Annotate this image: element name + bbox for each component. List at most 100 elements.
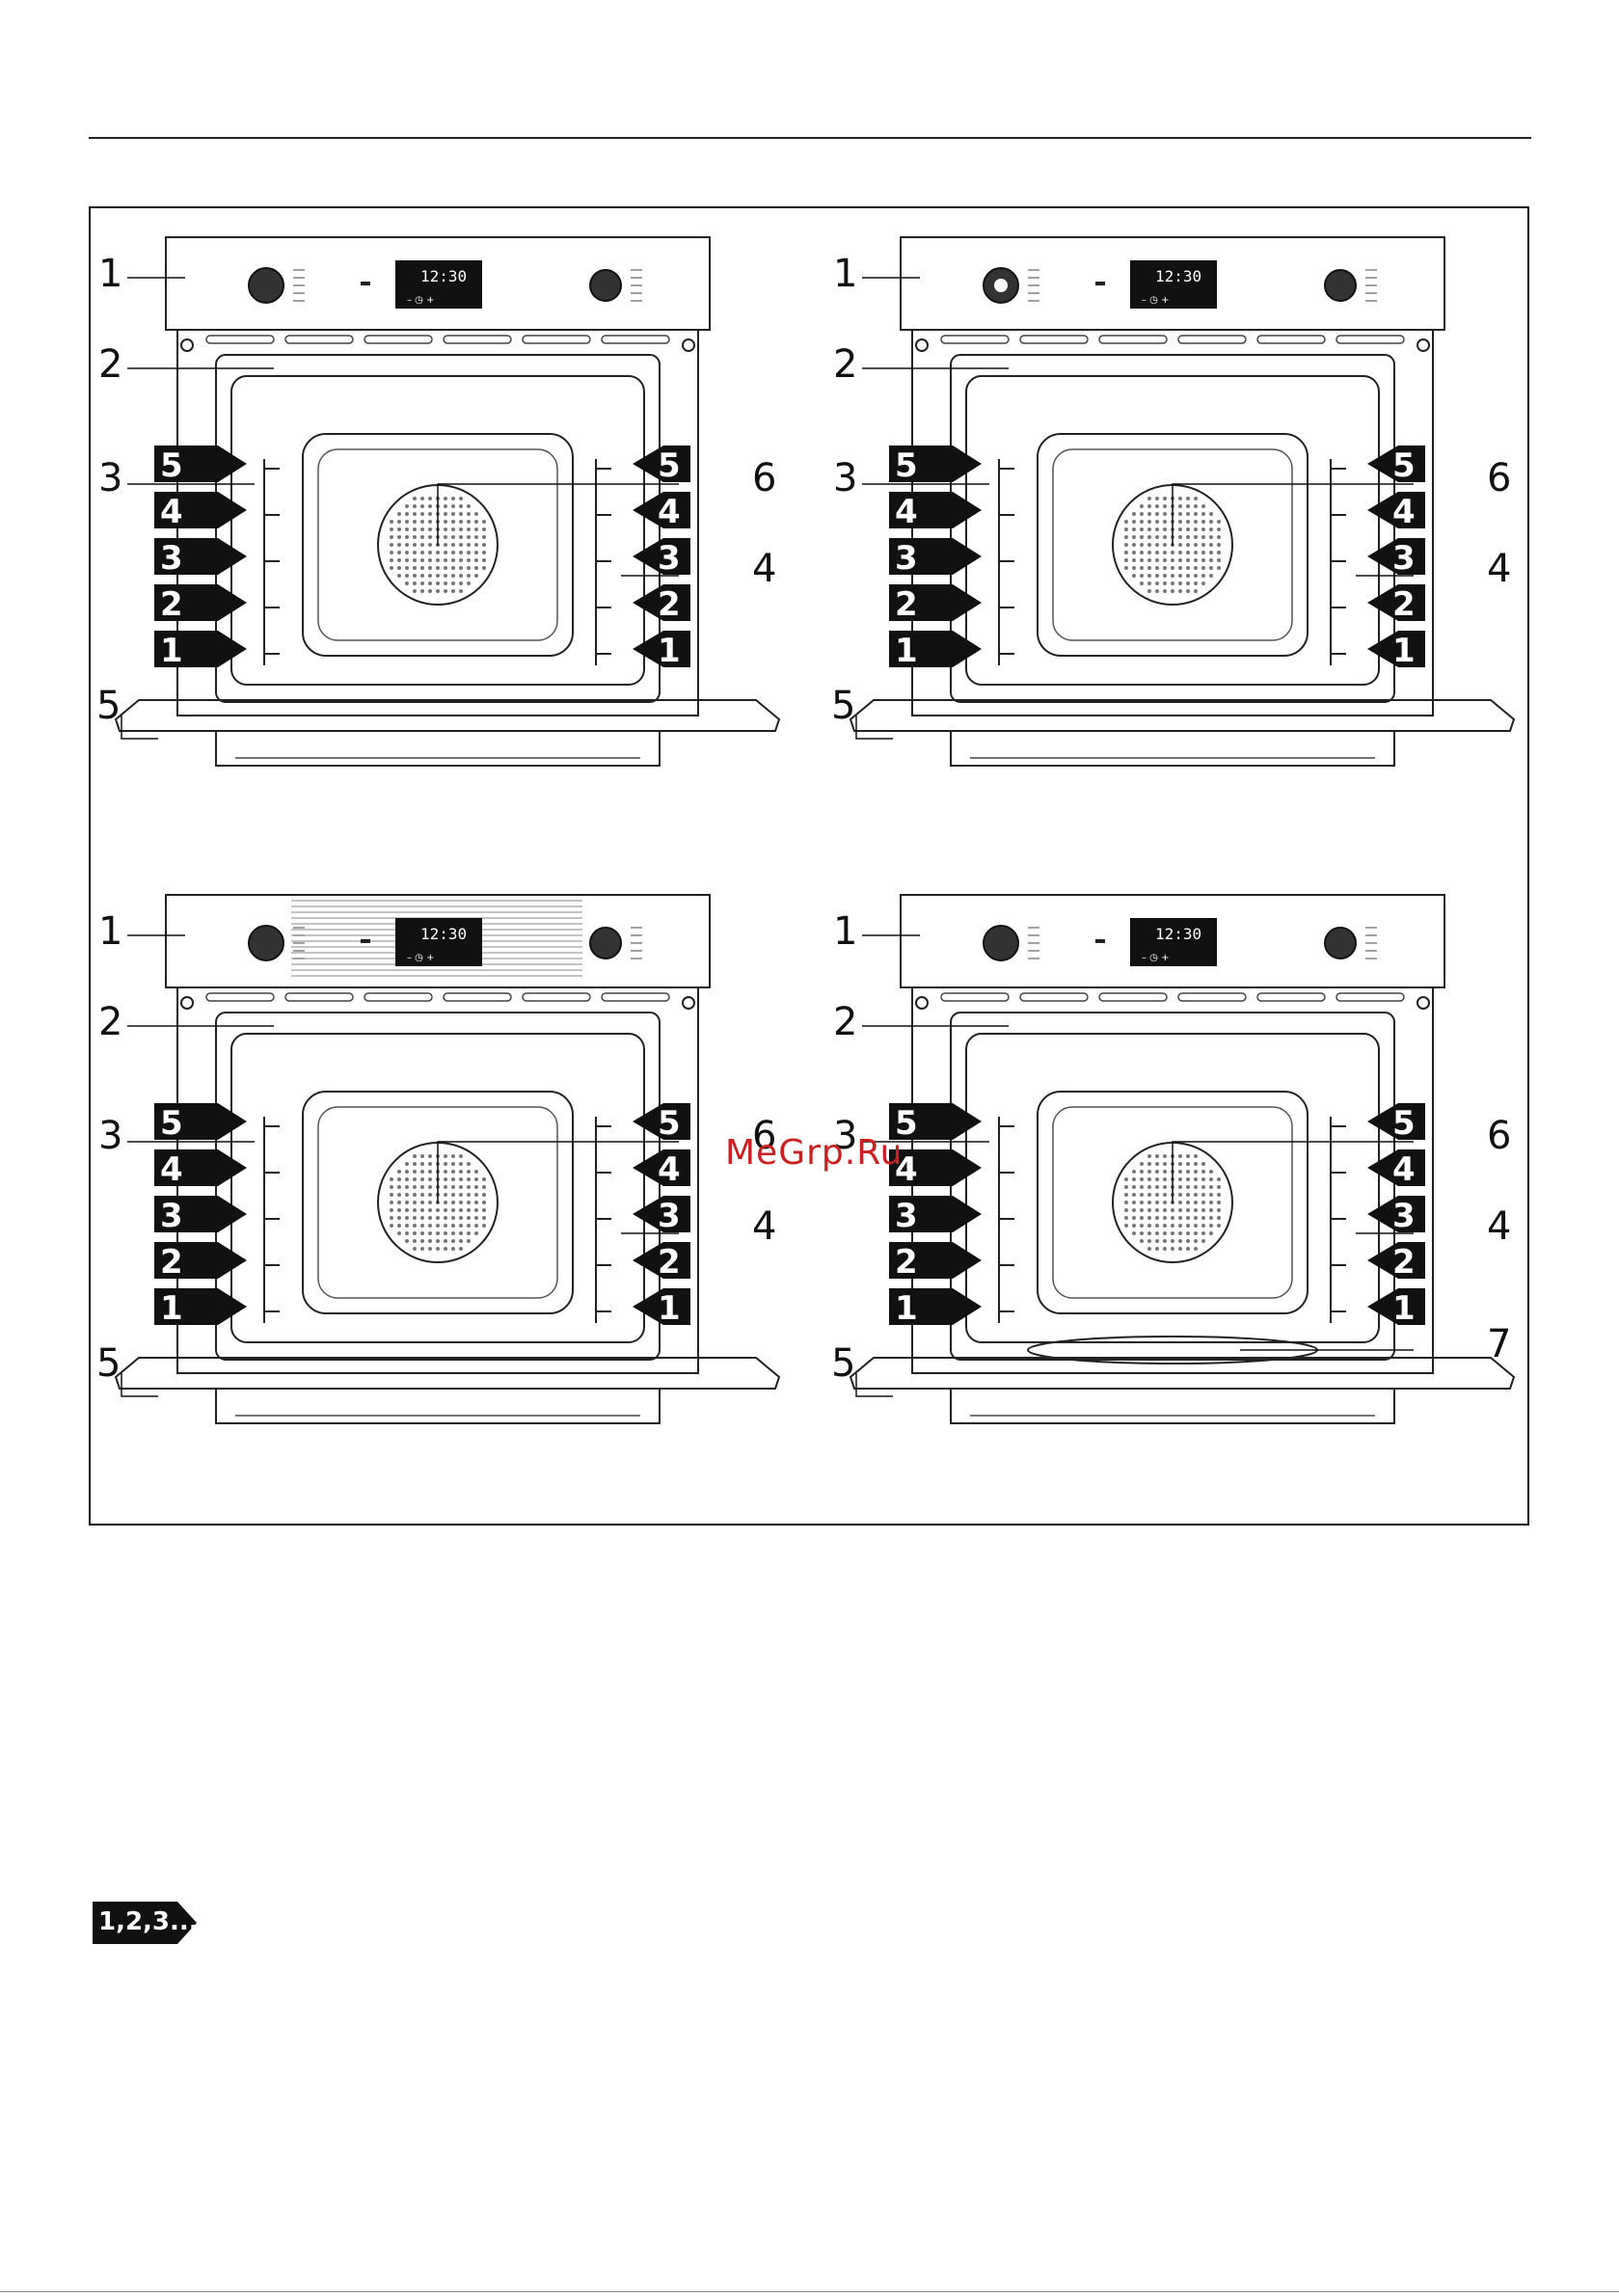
shelf-level-label: 2 — [895, 585, 918, 624]
shelf-level-label: 4 — [895, 493, 918, 531]
shelf-level-label: 5 — [658, 1104, 681, 1143]
shelf-level-arrow-left: 3 — [889, 538, 982, 578]
callout-2: 2 — [98, 1003, 122, 1041]
shelf-level-label: 5 — [895, 446, 918, 485]
callout-5: 5 — [831, 1344, 855, 1383]
shelf-level-label: 5 — [160, 446, 183, 485]
clock-time: 12:30 — [1155, 267, 1201, 285]
callout-1: 1 — [833, 912, 857, 951]
callout-4: 4 — [1487, 1207, 1511, 1246]
callout-5: 5 — [96, 687, 121, 725]
steps-badge: 1,2,3... — [93, 1902, 195, 1944]
shelf-level-label: 4 — [658, 1150, 681, 1189]
shelf-level-arrow-right: 1 — [1367, 631, 1425, 670]
shelf-level-arrow-left: 1 — [154, 1288, 247, 1328]
shelf-level-label: 2 — [1392, 585, 1416, 624]
steps-badge-label: 1,2,3... — [98, 1907, 199, 1936]
callout-4: 4 — [1487, 550, 1511, 588]
svg-text:– ◷ +: – ◷ + — [407, 953, 434, 963]
svg-text:– ◷ +: – ◷ + — [1142, 295, 1169, 306]
shelf-level-label: 1 — [1392, 1289, 1416, 1328]
temperature-knob — [1325, 928, 1377, 959]
clock-time: 12:30 — [420, 925, 467, 943]
shelf-level-label: 5 — [160, 1104, 183, 1143]
clock-display: 12:30– ◷ + — [395, 260, 482, 309]
shelf-level-arrow-right: 5 — [1367, 1103, 1425, 1143]
footer-rule — [0, 2291, 1619, 2292]
shelf-level-arrow-right: 1 — [633, 1288, 690, 1328]
shelf-level-arrow-right: 4 — [633, 1149, 690, 1189]
shelf-level-label: 1 — [160, 1289, 183, 1328]
shelf-level-label: 2 — [160, 585, 183, 624]
shelf-level-label: 1 — [1392, 632, 1416, 670]
callout-6: 6 — [1487, 1117, 1511, 1155]
shelf-level-label: 3 — [1392, 539, 1416, 578]
callout-1: 1 — [98, 255, 122, 293]
shelf-level-arrow-right: 4 — [1367, 1149, 1425, 1189]
shelf-level-label: 4 — [160, 493, 183, 531]
shelf-level-label: 1 — [895, 1289, 918, 1328]
shelf-level-label: 3 — [895, 539, 918, 578]
clock-display: 12:30 – ◷ + — [1130, 260, 1217, 309]
callout-6: 6 — [1487, 459, 1511, 498]
shelf-level-arrow-left: 5 — [154, 1103, 247, 1143]
shelf-level-label: 2 — [658, 1243, 681, 1282]
shelf-level-label: 1 — [658, 1289, 681, 1328]
shelf-level-arrow-right: 4 — [633, 492, 690, 531]
clock-display: 12:30– ◷ + — [1130, 918, 1217, 966]
shelf-level-label: 4 — [1392, 1150, 1416, 1189]
callout-2: 2 — [833, 345, 857, 384]
shelf-level-label: 3 — [658, 539, 681, 578]
shelf-level-arrow-left: 2 — [154, 1242, 247, 1282]
shelf-level-arrow-left: 5 — [154, 446, 247, 485]
callout-7: 7 — [1487, 1325, 1511, 1364]
shelf-level-label: 3 — [1392, 1197, 1416, 1235]
shelf-level-label: 5 — [1392, 1104, 1416, 1143]
shelf-level-arrow-left: 3 — [154, 1196, 247, 1235]
shelf-level-label: 2 — [895, 1243, 918, 1282]
shelf-level-label: 5 — [658, 446, 681, 485]
shelf-level-label: 4 — [658, 493, 681, 531]
shelf-level-label: 2 — [1392, 1243, 1416, 1282]
shelf-level-arrow-right: 1 — [1367, 1288, 1425, 1328]
shelf-level-arrow-right: 5 — [633, 446, 690, 485]
oven-panel-A: 12:30– ◷ +5544332211 — [100, 231, 795, 849]
callout-4: 4 — [752, 1207, 776, 1246]
temperature-knob — [590, 928, 642, 959]
shelf-level-arrow-right: 2 — [633, 1242, 690, 1282]
function-knob — [984, 268, 1039, 303]
shelf-level-arrow-left: 2 — [889, 584, 982, 624]
temperature-knob — [590, 270, 642, 301]
shelf-level-arrow-right: 2 — [633, 584, 690, 624]
shelf-level-label: 3 — [895, 1197, 918, 1235]
shelf-level-arrow-right: 3 — [633, 1196, 690, 1235]
shelf-level-arrow-right: 5 — [1367, 446, 1425, 485]
shelf-level-arrow-right: 3 — [1367, 538, 1425, 578]
callout-3: 3 — [98, 1117, 122, 1155]
shelf-level-label: 3 — [658, 1197, 681, 1235]
callout-1: 1 — [833, 255, 857, 293]
shelf-level-arrow-left: 2 — [889, 1242, 982, 1282]
shelf-level-arrow-left: 1 — [889, 631, 982, 670]
shelf-level-arrow-right: 3 — [1367, 1196, 1425, 1235]
function-knob — [984, 926, 1039, 960]
callout-3: 3 — [98, 459, 122, 498]
shelf-level-label: 1 — [160, 632, 183, 670]
watermark: MeGrp.Ru — [725, 1133, 903, 1173]
shelf-level-arrow-right: 4 — [1367, 492, 1425, 531]
shelf-level-arrow-left: 4 — [889, 492, 982, 531]
shelf-level-label: 4 — [160, 1150, 183, 1189]
callout-6: 6 — [752, 459, 776, 498]
shelf-level-arrow-left: 3 — [889, 1196, 982, 1235]
header-rule — [89, 137, 1531, 139]
shelf-level-label: 5 — [1392, 446, 1416, 485]
callout-2: 2 — [98, 345, 122, 384]
shelf-level-arrow-right: 1 — [633, 631, 690, 670]
callout-1: 1 — [98, 912, 122, 951]
callout-4: 4 — [752, 550, 776, 588]
clock-time: 12:30 — [1155, 925, 1201, 943]
shelf-level-label: 3 — [160, 1197, 183, 1235]
oven-panel-B: 12:30 – ◷ + 5 5 4 4 3 3 2 2 1 1 — [835, 231, 1529, 849]
shelf-level-label: 1 — [658, 632, 681, 670]
